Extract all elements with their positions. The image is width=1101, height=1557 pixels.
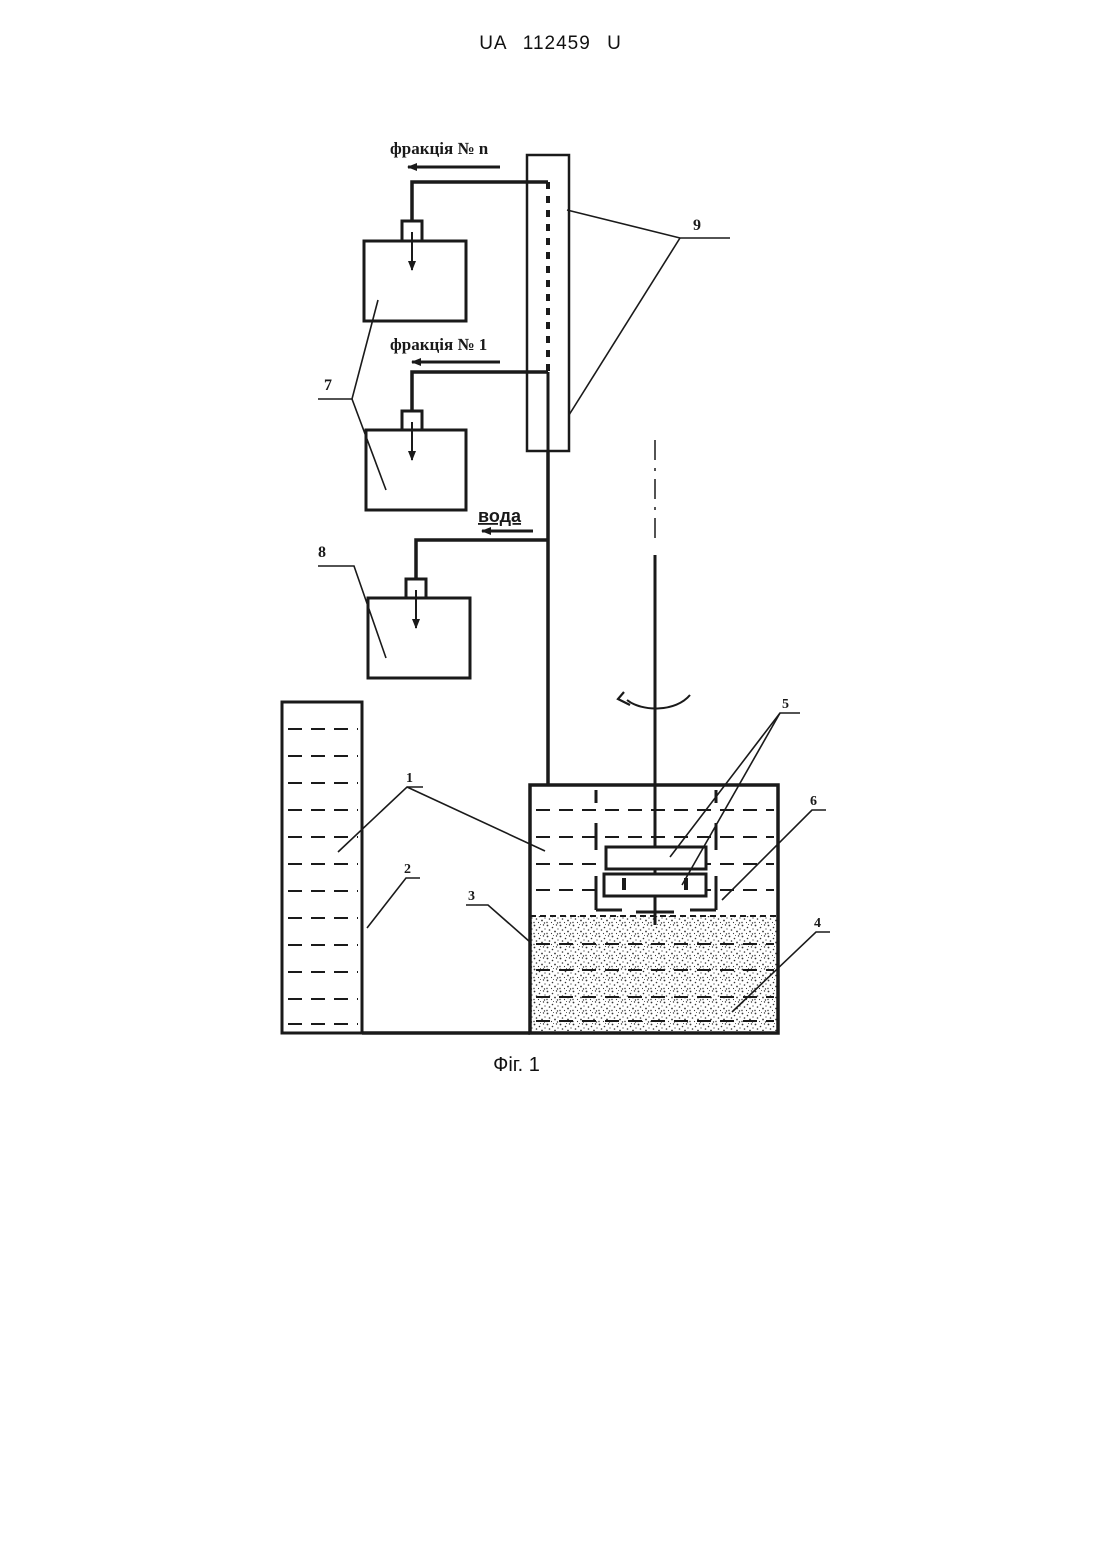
reference-label-2: 2	[404, 862, 411, 877]
receiver-fraction-n	[364, 221, 466, 321]
leader-lines	[318, 210, 830, 1012]
outlet-label-fraction-n: фракція № n	[390, 139, 489, 158]
reference-label-5: 5	[782, 697, 789, 712]
reference-label-9: 9	[693, 217, 701, 234]
water-tank	[368, 579, 470, 678]
reference-label-8: 8	[318, 544, 326, 561]
fractionation-column	[527, 155, 569, 451]
sediment-layer	[530, 916, 778, 1031]
reference-label-1: 1	[406, 771, 413, 786]
outlet-label-fraction-1: фракція № 1	[390, 335, 487, 354]
reference-label-6: 6	[810, 794, 817, 809]
reference-label-4: 4	[814, 916, 821, 931]
figure-caption: Фіг. 1	[0, 1054, 1033, 1077]
outlet-label-water: вода	[478, 506, 522, 526]
receiver-fraction-1	[366, 411, 466, 510]
level-gauge-vessel	[282, 702, 362, 1033]
reference-label-7: 7	[324, 377, 332, 394]
reference-label-3: 3	[468, 889, 475, 904]
